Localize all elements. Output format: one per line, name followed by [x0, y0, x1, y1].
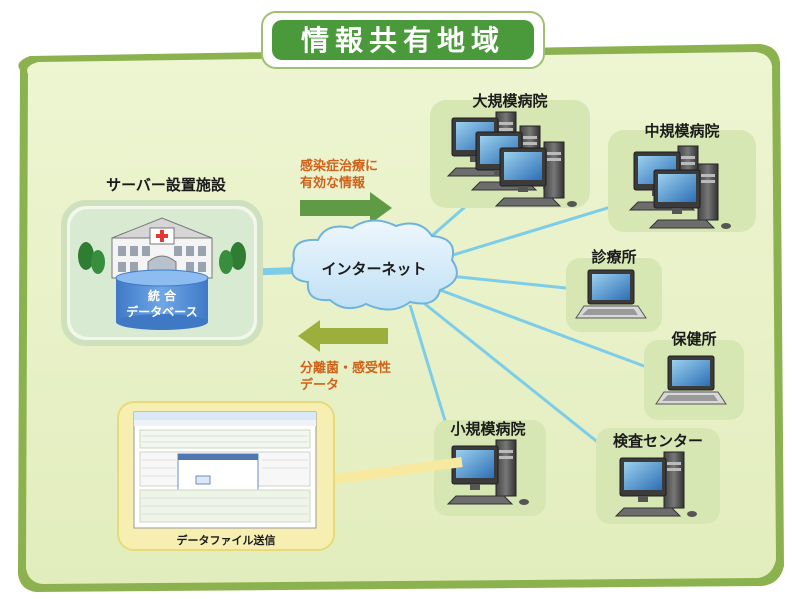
data-file-send-label: データファイル送信 — [177, 533, 276, 547]
arrow-to-server-line2: データ — [300, 377, 339, 393]
internet-label: インターネット — [321, 260, 426, 278]
data-file-panel: データファイル送信 — [117, 401, 335, 551]
health-center-node: 保健所 — [644, 330, 744, 420]
lab-center-label: 検査センター — [613, 432, 703, 450]
arrow-to-server: 分離菌・感受性 データ — [298, 320, 391, 393]
server-facility-label: サーバー設置施設 — [106, 176, 227, 194]
medium-hospital-label: 中規模病院 — [644, 122, 719, 140]
left-arrow-icon — [298, 320, 388, 352]
right-arrow-icon — [300, 192, 392, 224]
clinic-label: 診療所 — [591, 248, 636, 266]
health-center-label: 保健所 — [670, 330, 716, 348]
server-facility: サーバー設置施設 — [61, 176, 263, 346]
database-label-line1: 統 合 — [148, 288, 177, 303]
medium-hospital-node: 中規模病院 — [608, 122, 756, 232]
title-banner: 情報共有地域 — [261, 11, 545, 69]
title-text: 情報共有地域 — [301, 24, 505, 57]
database-label-line2: データベース — [126, 304, 197, 319]
internet-cloud: インターネット — [290, 219, 458, 311]
tree-icon — [78, 242, 246, 274]
arrow-to-hospitals-line1: 感染症治療に — [300, 158, 378, 174]
software-screenshot — [133, 411, 317, 529]
small-hospital-label: 小規模病院 — [450, 420, 525, 438]
large-hospital-node: 大規模病院 — [430, 92, 590, 208]
clinic-node: 診療所 — [566, 248, 662, 332]
lab-center-node: 検査センター — [596, 428, 720, 524]
small-hospital-node: 小規模病院 — [434, 420, 546, 516]
arrow-to-hospitals-line2: 有効な情報 — [300, 175, 366, 191]
large-hospital-label: 大規模病院 — [472, 92, 547, 110]
database-icon: 統 合 データベース — [115, 269, 209, 330]
arrow-to-server-line1: 分離菌・感受性 — [300, 360, 391, 376]
arrow-to-hospitals: 感染症治療に 有効な情報 — [300, 158, 392, 224]
